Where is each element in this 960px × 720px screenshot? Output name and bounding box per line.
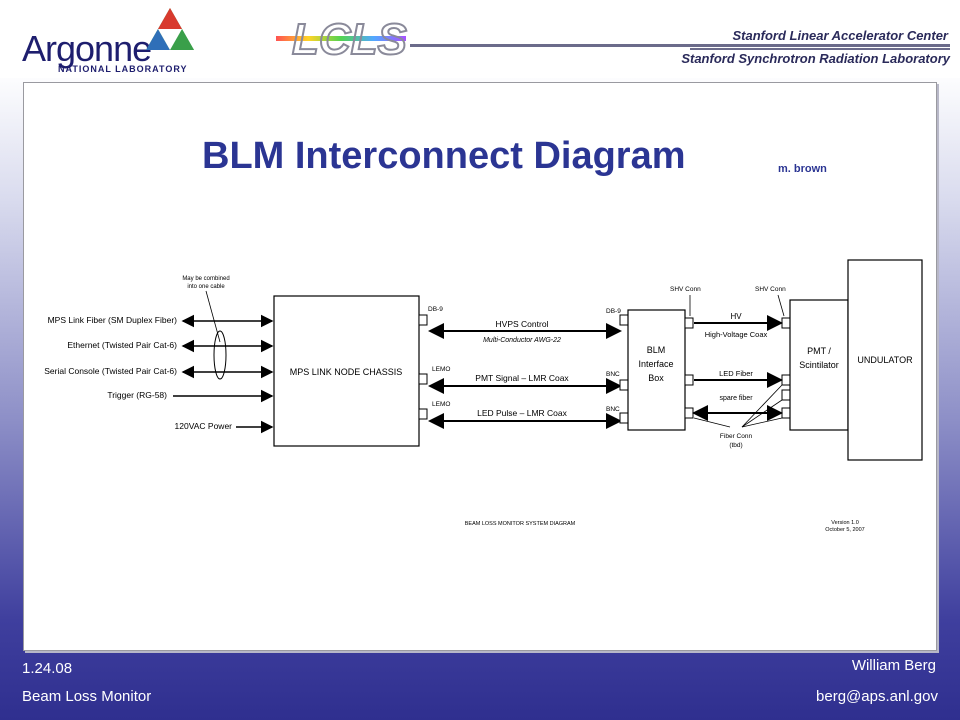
shv-conn-right: SHV Conn xyxy=(755,286,786,293)
cable-note-line1: May be combined xyxy=(182,276,229,282)
cable-note-line2: into one cable xyxy=(187,284,225,290)
input-label-mps-fiber: MPS Link Fiber (SM Duplex Fiber) xyxy=(48,315,178,325)
mps-link-node-chassis xyxy=(273,295,420,447)
slide-title: BLM Interconnect Diagram xyxy=(202,135,686,177)
svg-text:LCLS: LCLS xyxy=(292,15,407,64)
pmt-box-line2: Scintilator xyxy=(799,360,839,370)
blm-port-db9: DB-9 xyxy=(606,308,621,315)
input-label-serial: Serial Console (Twisted Pair Cat-6) xyxy=(44,366,177,376)
input-label-trigger: Trigger (RG-58) xyxy=(107,390,167,400)
pmt-box-line1: PMT / xyxy=(807,346,831,356)
argonne-logo: Argonne NATIONAL LABORATORY xyxy=(22,6,202,74)
fiber-conn-label: Fiber Conn xyxy=(720,433,753,440)
footer-name: William Berg xyxy=(851,657,936,674)
interconnect-diagram: May be combined into one cable MPS Link … xyxy=(44,259,923,533)
input-label-ethernet: Ethernet (Twisted Pair Cat-6) xyxy=(67,340,177,350)
spare-fiber-label: spare fiber xyxy=(719,395,753,402)
blm-box-line1: BLM xyxy=(647,345,666,355)
blm-port-bnc-2: BNC xyxy=(606,406,620,413)
link-label-pmt: PMT Signal – LMR Coax xyxy=(475,373,569,383)
led-fiber-label: LED Fiber xyxy=(719,369,753,378)
link-label-hvps-cable: Multi-Conductor AWG-22 xyxy=(483,337,561,344)
argonne-wordmark: Argonne xyxy=(22,28,152,69)
hv-label: HV xyxy=(730,312,742,321)
input-label-power: 120VAC Power xyxy=(175,421,233,431)
fiber-conn-tbd: (tbd) xyxy=(729,442,742,449)
argonne-subtitle: NATIONAL LABORATORY xyxy=(58,64,188,74)
slide-author: m. brown xyxy=(778,163,827,175)
footer-email: berg@aps.anl.gov xyxy=(816,688,938,705)
hv-coax-label: High-Voltage Coax xyxy=(705,330,768,339)
footer-subject: Beam Loss Monitor xyxy=(22,688,152,705)
link-label-hvps: HVPS Control xyxy=(496,319,549,329)
undulator-label: UNDULATOR xyxy=(857,355,913,365)
chassis-port-lemo-1: LEMO xyxy=(432,366,450,373)
header-banner: Argonne NATIONAL LABORATORY LCLS Stanfor… xyxy=(0,0,960,78)
chassis-port-db9: DB-9 xyxy=(428,306,443,313)
blm-box-line2: Interface xyxy=(638,359,673,369)
diagram-caption: BEAM LOSS MONITOR SYSTEM DIAGRAM xyxy=(465,521,576,527)
footer-date: 1.24.08 xyxy=(22,660,73,677)
link-label-led: LED Pulse – LMR Coax xyxy=(477,408,568,418)
slac-label: Stanford Linear Accelerator Center xyxy=(732,28,948,43)
slide-content-area xyxy=(23,82,937,651)
blm-port-bnc-1: BNC xyxy=(606,371,620,378)
argonne-triangle-icon xyxy=(146,8,194,50)
shv-conn-left: SHV Conn xyxy=(670,286,701,293)
diagram-version-date: October 5, 2007 xyxy=(825,527,864,533)
undulator-box xyxy=(847,259,923,461)
blm-interface-box xyxy=(627,309,686,431)
ssrl-label: Stanford Synchrotron Radiation Laborator… xyxy=(681,51,950,66)
blm-box-line3: Box xyxy=(648,373,664,383)
cable-bundle-oval xyxy=(213,330,227,380)
lcls-logo: LCLS xyxy=(276,14,408,65)
chassis-label: MPS LINK NODE CHASSIS xyxy=(290,367,403,377)
header-rule-secondary xyxy=(690,48,950,50)
diagram-version: Version 1.0 xyxy=(831,520,859,526)
chassis-port-lemo-2: LEMO xyxy=(432,401,450,408)
header-rule xyxy=(410,44,950,47)
